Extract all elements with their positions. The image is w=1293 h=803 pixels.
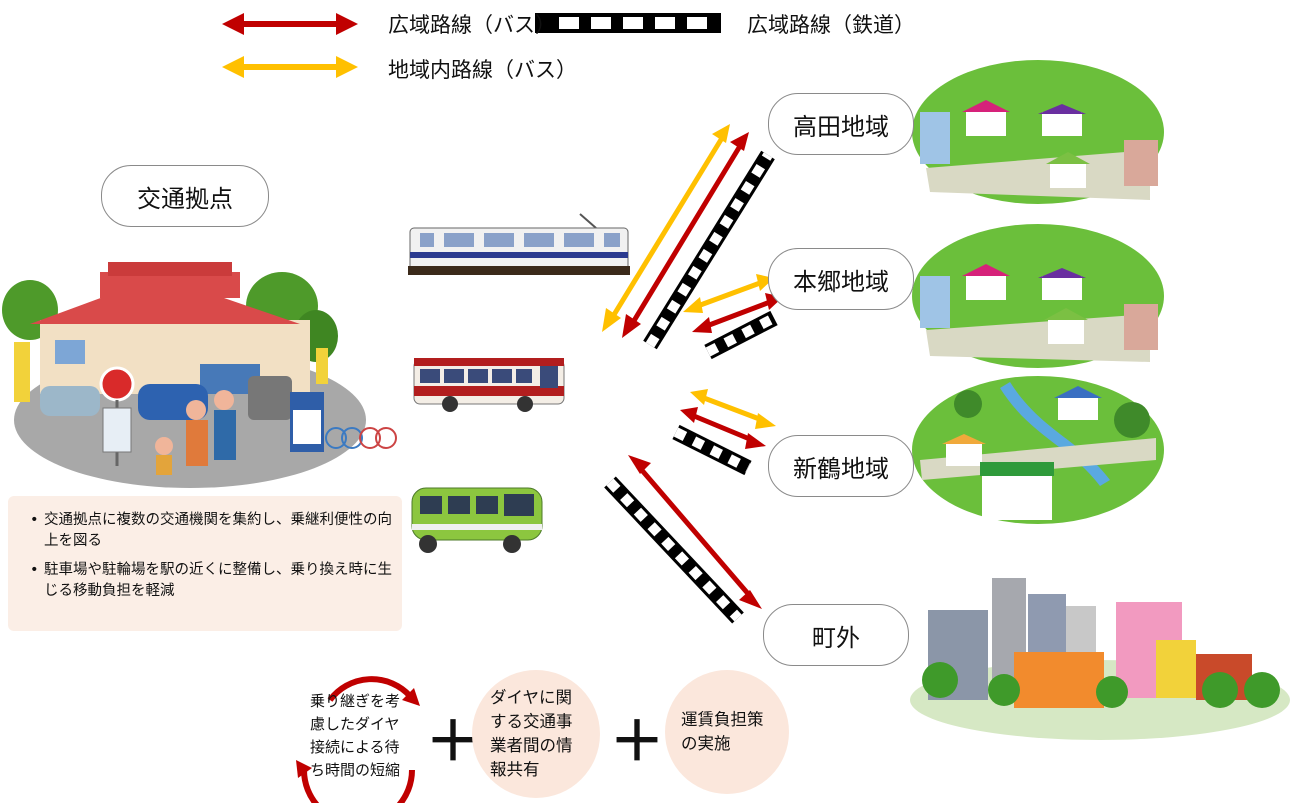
green-bus-illustration [411,487,543,553]
hub-description-box: 交通拠点に複数の交通機関を集約し、乗継利便性の向上を図る 駐車場や駐輪場を駅の近… [8,496,402,631]
shintsuru-illustration [912,376,1164,524]
outside-town-illustration [910,578,1290,740]
area-shintsuru-label: 新鶴地域 [768,435,914,497]
area-outside-label: 町外 [763,604,909,666]
area-takada-label: 高田地域 [768,93,914,155]
measure-text: ダイヤに関する交通事業者間の情報共有 [490,688,573,779]
station-illustration [2,262,397,488]
hub-bullet: 交通拠点に複数の交通機関を集約し、乗継利便性の向上を図る [30,510,392,552]
hub-title: 交通拠点 [101,165,269,227]
hub-bullet: 駐車場や駐輪場を駅の近くに整備し、乗り換え時に生じる移動負担を軽減 [30,560,392,602]
legend-rail-line [535,13,721,33]
hongo-illustration [912,224,1164,368]
measure-info-sharing: ダイヤに関する交通事業者間の情報共有 [472,670,600,798]
route-shintsuru [672,389,776,476]
legend-local-bus-arrow [222,56,358,78]
measure-text: 乗り継ぎを考慮したダイヤ接続による待ち時間の短縮 [310,692,401,779]
route-hongo [683,274,783,360]
route-takada [602,124,775,350]
cycle-arrow-icon [296,676,420,803]
area-hongo-label: 本郷地域 [768,248,914,310]
measure-fare-support: 運賃負担策の実施 [665,670,789,794]
route-outside [604,455,762,624]
measure-transfer-timing: 乗り継ぎを考慮したダイヤ接続による待ち時間の短縮 [304,680,416,792]
takada-illustration [912,60,1164,204]
plus-icon: ＋ [426,710,480,773]
legend-regional-rail-label: 広域路線（鉄道） [747,13,915,37]
train-illustration [408,213,630,275]
measure-text: 運賃負担策の実施 [681,710,764,753]
legend-local-bus-label: 地域内路線（バス） [388,58,577,82]
red-bus-illustration [413,358,565,412]
legend-regional-bus-arrow [222,13,358,35]
plus-icon: ＋ [610,710,664,773]
legend-regional-bus-label: 広域路線（バス） [388,13,556,37]
